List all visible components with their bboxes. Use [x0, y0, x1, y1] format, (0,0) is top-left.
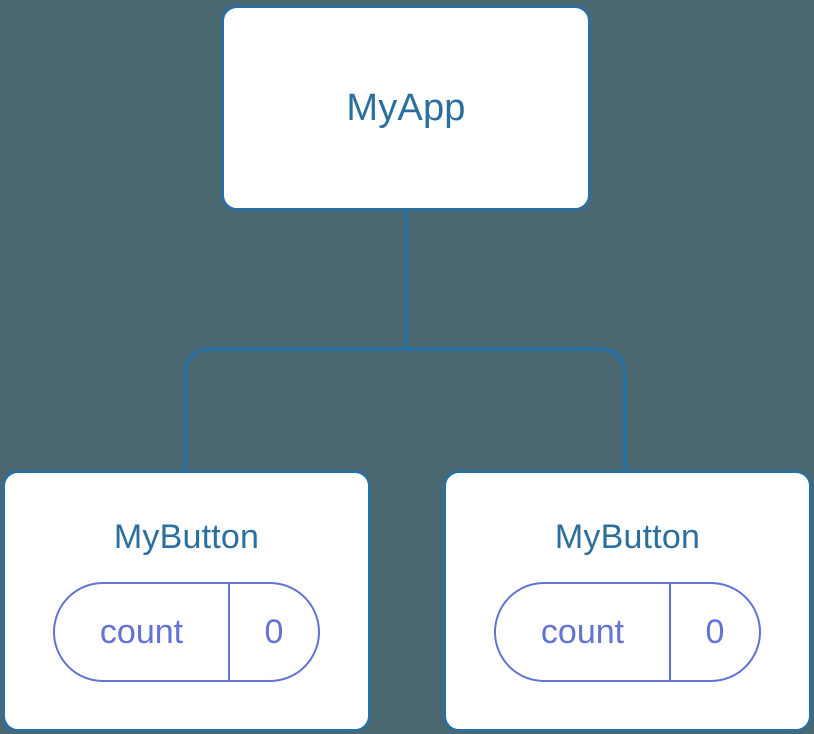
state-pill-key: count [496, 584, 671, 680]
state-pill-value: 0 [705, 613, 725, 651]
node-title: MyApp [346, 87, 466, 129]
connector-branch-right [406, 347, 627, 474]
node-mybutton-right[interactable]: MyButton count 0 [443, 470, 812, 732]
node-mybutton-left[interactable]: MyButton count 0 [2, 470, 371, 732]
state-pill[interactable]: count 0 [53, 582, 320, 682]
state-pill-value: 0 [264, 613, 284, 651]
connector-branch-left [183, 347, 406, 474]
state-pill-key: count [55, 584, 230, 680]
node-title: MyButton [113, 518, 260, 556]
state-pill[interactable]: count 0 [494, 582, 761, 682]
node-myapp[interactable]: MyApp [221, 5, 591, 211]
node-title: MyButton [554, 518, 701, 556]
